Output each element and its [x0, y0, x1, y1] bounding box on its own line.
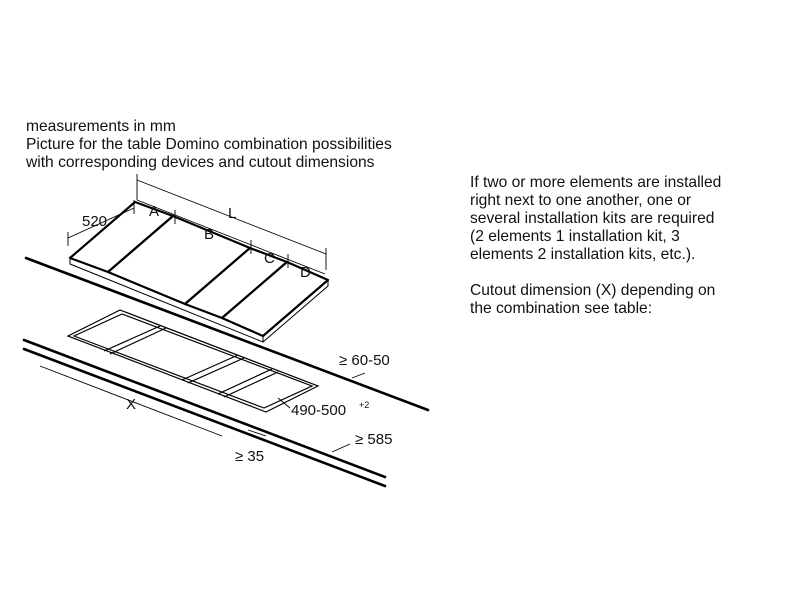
- note-line: elements 2 installation kits, etc.).: [470, 246, 696, 263]
- dim-l-line: [136, 179, 327, 255]
- dim-520-line: [67, 207, 135, 239]
- dim-x-line: [39, 365, 223, 437]
- cutout-divider-1b: [109, 327, 167, 355]
- cutout-divider-3b: [223, 371, 279, 398]
- cutout-divider-1: [103, 325, 161, 352]
- cutout-inner: [72, 313, 314, 409]
- installation-notes: If two or more elements are installed ri…: [470, 174, 721, 318]
- worktop-front-edge-top: [22, 338, 387, 479]
- worktop-back-edge: [24, 256, 430, 412]
- cutout-outline: [66, 309, 320, 413]
- dim-c-label: C: [264, 250, 275, 267]
- dim-585-label: ≥ 585: [355, 431, 392, 448]
- hob-front-face: [69, 258, 264, 343]
- note-line: several installation kits are required: [470, 210, 715, 227]
- hob-side-face: [262, 280, 329, 343]
- dim-520-label: 520: [82, 213, 107, 230]
- dim-b-label: B: [204, 226, 214, 243]
- dim-l-label: L: [228, 205, 236, 222]
- dim-35-label: ≥ 35: [235, 448, 264, 465]
- picture-caption-line2: with corresponding devices and cutout di…: [26, 154, 375, 171]
- dim-60-50-label: ≥ 60-50: [339, 352, 390, 369]
- dim-35-line: [247, 429, 267, 437]
- header-text: measurements in mm Picture for the table…: [26, 118, 392, 172]
- note-line: the combination see table:: [470, 300, 653, 317]
- paragraph-gap: [470, 264, 721, 282]
- cutout-divider-2b: [187, 357, 245, 384]
- cutout-divider-3: [217, 368, 273, 395]
- units-note: measurements in mm: [26, 118, 176, 135]
- dim-d-label: D: [300, 264, 311, 281]
- dim-a-label: A: [149, 203, 159, 220]
- dim-490-label: 490-500: [291, 402, 346, 419]
- note-line: If two or more elements are installed: [470, 174, 722, 191]
- dim-490-tolerance: +2: [359, 400, 369, 410]
- dim-abcd-line: [136, 199, 326, 275]
- picture-caption-line1: Picture for the table Domino combination…: [26, 136, 392, 153]
- note-line: right next to one another, one or: [470, 192, 692, 209]
- dim-60-50-line: [351, 372, 366, 379]
- dim-490-line: [277, 397, 291, 409]
- note-line: Cutout dimension (X) depending on: [470, 282, 716, 299]
- note-line: (2 elements 1 installation kit, 3: [470, 228, 680, 245]
- worktop-front-edge-bottom: [22, 347, 387, 488]
- dim-x-label: X: [126, 396, 136, 413]
- dim-585-line: [331, 443, 351, 453]
- cutout-divider-2: [181, 354, 239, 381]
